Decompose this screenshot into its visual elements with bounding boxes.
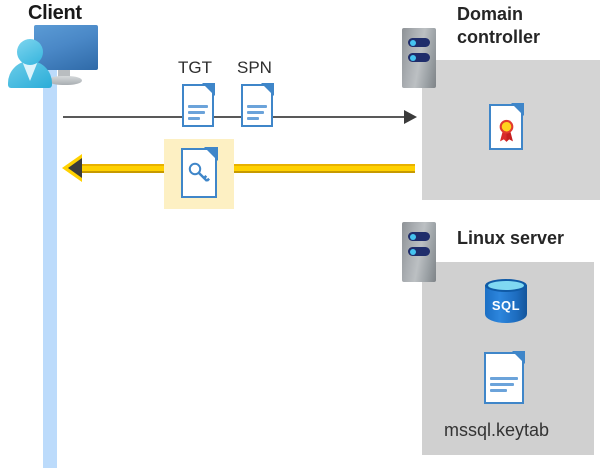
keytab-filename-label: mssql.keytab — [444, 420, 550, 440]
domain-controller-label-line1: Domain — [457, 4, 524, 24]
tgt-label: TGT — [178, 58, 212, 77]
sql-label: SQL — [491, 298, 521, 313]
person-head — [17, 39, 43, 65]
client-label: Client — [28, 2, 82, 24]
document-text-lines — [490, 376, 518, 395]
monitor-stand-base — [48, 76, 82, 85]
rack-led-bottom — [408, 53, 430, 62]
monitor-stand-neck — [58, 70, 70, 78]
keytab-file-icon — [484, 351, 525, 404]
client-lifeline — [43, 62, 57, 468]
document-fold-corner — [204, 147, 218, 161]
request-arrow-head — [404, 110, 417, 124]
request-arrow-line — [63, 116, 410, 118]
document-fold-corner — [511, 103, 524, 116]
document-text-lines — [247, 104, 267, 123]
spn-label: SPN — [237, 58, 272, 77]
rack-led-top — [408, 232, 430, 241]
document-fold-corner — [261, 83, 274, 96]
document-fold-corner — [512, 351, 525, 364]
tgt-document-icon — [182, 83, 215, 127]
certificate-ribbon-seal-icon — [499, 119, 514, 142]
document-text-lines — [188, 104, 208, 123]
domain-controller-label-line2: controller — [457, 27, 541, 47]
response-arrow-line — [75, 164, 415, 173]
key-icon — [188, 162, 210, 182]
rack-led-top — [408, 38, 430, 47]
monitor-screen — [34, 25, 98, 70]
spn-document-icon — [241, 83, 274, 127]
service-ticket-icon — [181, 147, 218, 198]
sql-database-icon: SQL — [485, 279, 527, 329]
rack-led-bottom — [408, 247, 430, 256]
user-workstation-icon — [8, 25, 100, 88]
certificate-icon — [489, 103, 524, 150]
linux-server-rack-icon — [402, 222, 436, 282]
response-arrow-head — [68, 158, 82, 178]
domain-controller-label: Domain controller — [457, 3, 597, 49]
database-cylinder-top — [488, 281, 524, 290]
linux-server-label: Linux server — [457, 228, 565, 248]
domain-controller-server-rack-icon — [402, 28, 436, 88]
document-fold-corner — [202, 83, 215, 96]
